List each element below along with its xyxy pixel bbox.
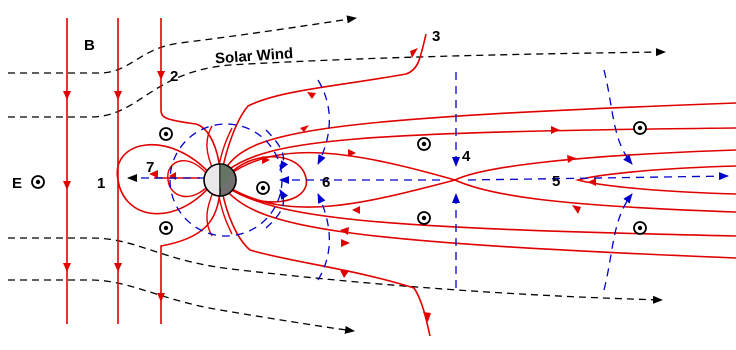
return-arc-south-6 <box>317 193 330 281</box>
lobe-line-south-1 <box>225 189 736 259</box>
cusp-line-south <box>221 189 431 337</box>
circle-dot-icons <box>31 121 647 235</box>
inner-arc-south <box>265 189 289 229</box>
lobe-line-north-3 <box>454 149 736 181</box>
arc-north-5 <box>603 69 633 165</box>
circle-dot-icon <box>633 221 647 235</box>
labels: B E Solar Wind 1 2 3 4 5 6 7 <box>12 28 560 192</box>
label-4: 4 <box>462 148 471 165</box>
label-e: E <box>12 175 22 192</box>
flow-axis-tailward <box>467 172 729 181</box>
circle-dot-icon <box>633 121 647 135</box>
plasma-flow <box>127 69 729 291</box>
solar-wind-streamline <box>8 279 355 334</box>
lobe-line-south-3 <box>454 179 736 213</box>
circle-dot-icon <box>31 175 45 189</box>
solar-wind-streamline <box>8 15 357 74</box>
label-solar-wind: Solar Wind <box>215 45 294 67</box>
arc-south-5 <box>603 193 633 291</box>
lobe-line-north-2 <box>227 127 736 171</box>
imf-field-lines <box>63 18 221 324</box>
dayside-inner-loop <box>167 160 211 198</box>
dipole-line <box>206 189 215 237</box>
circle-dot-icon <box>256 181 270 195</box>
circle-dot-icon <box>417 137 431 151</box>
solar-wind-streamlines <box>8 15 666 334</box>
circle-dot-icon <box>417 211 431 225</box>
label-1: 1 <box>97 175 105 192</box>
circle-dot-icon <box>159 221 173 235</box>
label-6: 6 <box>322 174 330 191</box>
imf-line-draped-north <box>160 18 221 171</box>
solar-wind-streamline <box>8 48 666 118</box>
label-5: 5 <box>552 173 560 190</box>
label-3: 3 <box>432 28 440 45</box>
inner-arc-north <box>265 129 289 171</box>
lobe-line-north-1 <box>225 102 736 169</box>
nightside-loop-to-x4-south <box>229 179 456 208</box>
magnetospheric-field-lines <box>116 33 736 337</box>
label-7: 7 <box>146 159 154 176</box>
plasmoid-loop <box>574 165 736 195</box>
earth <box>203 163 237 197</box>
lobe-line-south-2 <box>227 187 736 237</box>
dipole-line <box>217 191 233 235</box>
dayside-loop <box>116 143 213 215</box>
label-b: B <box>84 37 95 54</box>
label-2: 2 <box>170 68 178 85</box>
cusp-line-north <box>221 33 427 173</box>
circle-dot-icon <box>159 127 173 141</box>
nightside-loop-to-x4 <box>229 151 456 181</box>
return-arc-north-6 <box>317 79 330 165</box>
imf-line-draped-south <box>160 189 221 324</box>
